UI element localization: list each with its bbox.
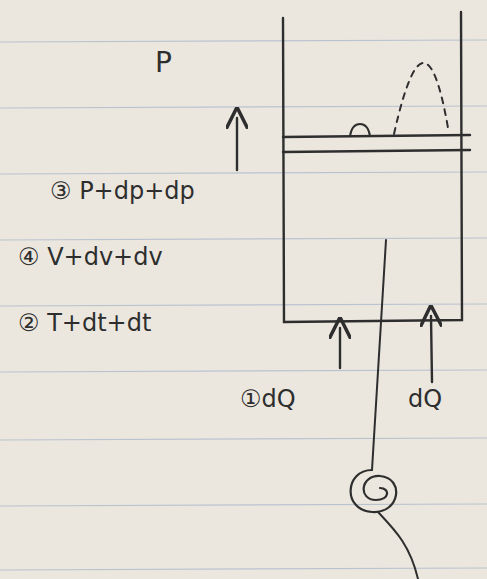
volume-change-label: ④ V+dv+dv (18, 244, 163, 270)
piston-bottom (283, 150, 470, 152)
heat-arrow (339, 328, 341, 368)
lifted-weight-path (394, 63, 448, 134)
temperature-change-label: ② T+dt+dt (18, 310, 151, 336)
pressure-label: P (155, 48, 172, 79)
heat-arrow (431, 316, 432, 382)
pressure-change-label: ③ P+dp+dp (50, 178, 195, 204)
ruled-lines (0, 40, 487, 570)
heat-label: ①dQ (240, 386, 296, 412)
heater-lead (378, 512, 418, 579)
heater-coil (351, 470, 397, 512)
heater-wire (372, 240, 386, 470)
piston-top (283, 135, 470, 137)
heat-label: dQ (408, 386, 442, 412)
weight (350, 124, 370, 136)
cylinder (283, 12, 462, 322)
pressure-arrow (236, 118, 238, 170)
